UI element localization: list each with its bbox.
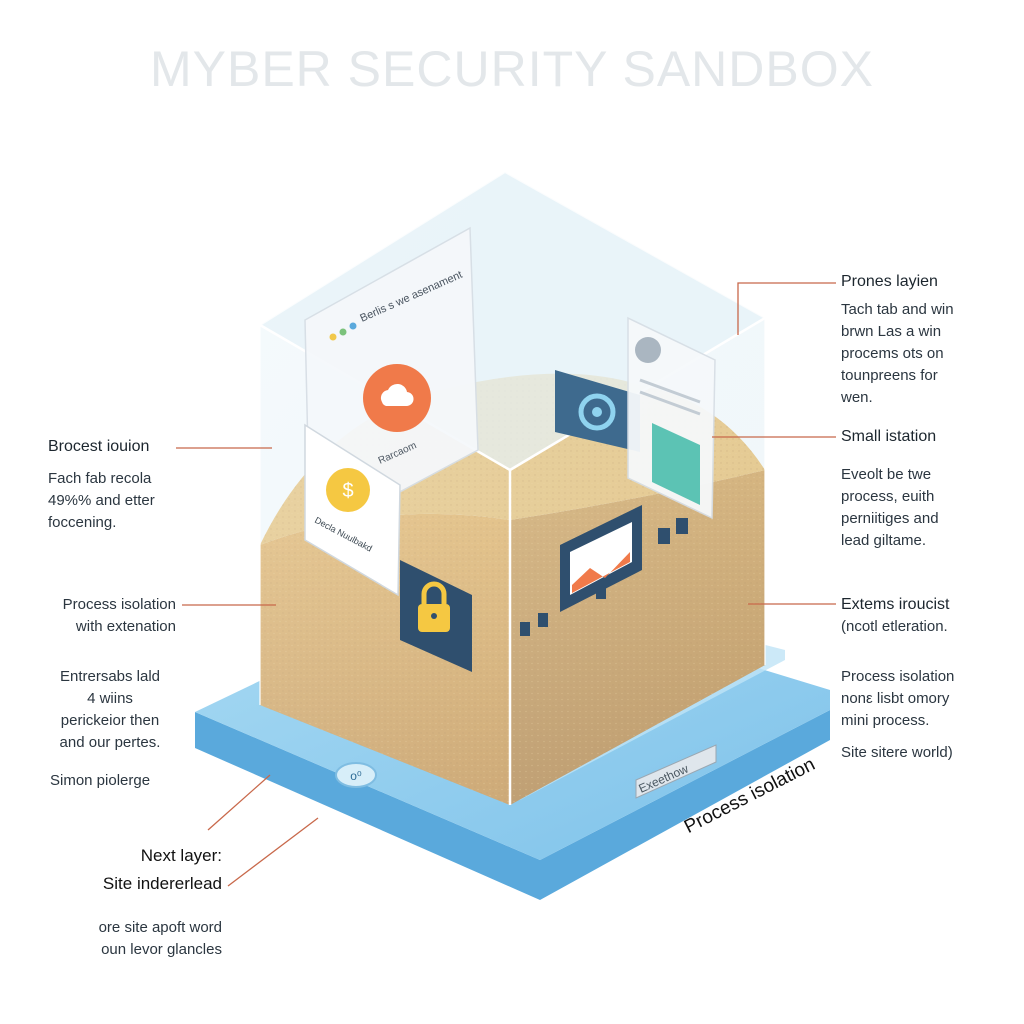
dollar-icon: $ <box>326 468 370 512</box>
label-simon-piolerge: Simon piolerge <box>50 772 151 789</box>
image-icon <box>560 505 642 612</box>
label-extems-iroucist: Extems iroucist (ncotl etleration. <box>841 596 950 635</box>
gear-icon <box>555 370 640 452</box>
label-next-layer: Next layer: Site indererlead <box>102 846 222 893</box>
small-square-icons <box>520 518 688 636</box>
label-entrersabs: Entrersabs lald 4 wiins perickeior then … <box>59 668 161 751</box>
label-small-istation: Small istation Eveolt be twe process, eu… <box>841 428 939 549</box>
label-prones-layien: Prones layien Tach tab and win brwn Las … <box>841 273 954 406</box>
payment-card-panel: $ Decla Nuulbakd <box>304 423 401 597</box>
svg-text:o⁰: o⁰ <box>350 769 362 783</box>
label-ore-site: ore site apoft word oun levor glancles <box>98 919 222 958</box>
label-brocest-iouion: Brocest iouion Fach fab recola 49%% and … <box>48 438 155 531</box>
diagram-title: MYBER SECURITY SANDBOX <box>149 41 874 97</box>
base-badge-icon: o⁰ <box>335 762 377 788</box>
label-process-isolation-mini: Process isolation nonε lisbt omory mini … <box>841 668 955 761</box>
profile-card-panel <box>627 316 716 520</box>
cloud-icon <box>363 364 431 432</box>
svg-text:$: $ <box>342 480 353 502</box>
leader-lines <box>176 282 836 887</box>
avatar-icon <box>635 337 661 363</box>
lock-icon <box>400 560 472 672</box>
label-process-isolation-extenation: Process isolation with extenation <box>62 596 176 635</box>
